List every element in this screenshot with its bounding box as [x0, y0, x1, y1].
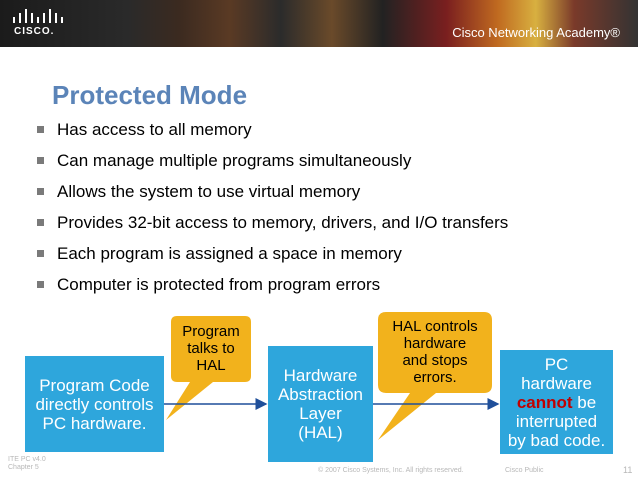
footer-classification: Cisco Public: [505, 467, 544, 474]
slide-title: Protected Mode: [52, 80, 248, 110]
box-line: interrupted: [515, 411, 598, 431]
header-banner: CISCO. Cisco Networking Academy®: [0, 0, 638, 47]
bullet-text: Can manage multiple programs simultaneou…: [57, 151, 412, 170]
bullet-item: Allows the system to use virtual memory: [37, 178, 508, 209]
box-line: Layer: [299, 404, 342, 423]
page-number: 11: [623, 465, 633, 475]
footer-course: ITE PC v4.0: [8, 456, 46, 463]
hal-box: Hardware Abstraction Layer (HAL): [268, 346, 373, 462]
box-line: (HAL): [298, 423, 343, 442]
bullet-text: Allows the system to use virtual memory: [57, 182, 361, 201]
box-line: PC: [544, 354, 569, 374]
callout-line: errors.: [413, 369, 457, 386]
callout-text-right: HAL controls hardware and stops errors.: [382, 318, 488, 386]
bullet-square-icon: [37, 250, 44, 257]
bullet-square-icon: [37, 157, 44, 164]
logo-wordmark: CISCO.: [14, 26, 55, 37]
callout-line: talks to: [187, 340, 235, 357]
pc-hardware-box: PC hardware cannot be interrupted by bad…: [500, 350, 613, 454]
footer-copyright: © 2007 Cisco Systems, Inc. All rights re…: [318, 467, 464, 474]
bullet-text: Computer is protected from program error…: [57, 275, 381, 294]
bullet-text: Has access to all memory: [57, 120, 252, 139]
callout-text-left: Program talks to HAL: [174, 323, 248, 374]
callout-line: and stops: [402, 352, 468, 369]
box-text: be: [572, 392, 597, 412]
bullet-text: Provides 32-bit access to memory, driver…: [57, 213, 509, 232]
box-line: PC hardware.: [42, 413, 147, 433]
bullet-item: Provides 32-bit access to memory, driver…: [37, 209, 508, 240]
callout-line: HAL controls: [392, 318, 478, 335]
callout-line: HAL: [196, 357, 226, 374]
bullet-item: Can manage multiple programs simultaneou…: [37, 147, 508, 178]
bullet-square-icon: [37, 219, 44, 226]
bullet-list: Has access to all memory Can manage mult…: [37, 116, 508, 302]
callout-line: hardware: [403, 335, 467, 352]
bullet-square-icon: [37, 126, 44, 133]
bullet-item: Each program is assigned a space in memo…: [37, 240, 508, 271]
footer-chapter: Chapter 5: [8, 464, 39, 471]
box-line: Hardware: [283, 366, 358, 385]
box-line: Abstraction: [277, 385, 364, 404]
bullet-item: Computer is protected from program error…: [37, 271, 508, 302]
box-line: by bad code.: [507, 430, 606, 450]
bullet-item: Has access to all memory: [37, 116, 508, 147]
cisco-logo-icon: [13, 9, 63, 23]
academy-title: Cisco Networking Academy®: [452, 25, 620, 40]
bullet-text: Each program is assigned a space in memo…: [57, 244, 402, 263]
bullet-square-icon: [37, 188, 44, 195]
program-code-box: Program Code directly controls PC hardwa…: [25, 356, 164, 452]
bullet-square-icon: [37, 281, 44, 288]
box-line: cannot be: [517, 393, 596, 412]
box-line: directly controls: [35, 394, 154, 414]
box-line: hardware: [521, 373, 592, 393]
box-line: Program Code: [39, 375, 150, 395]
cannot-emphasis: cannot: [516, 392, 573, 412]
callout-line: Program: [182, 323, 240, 340]
